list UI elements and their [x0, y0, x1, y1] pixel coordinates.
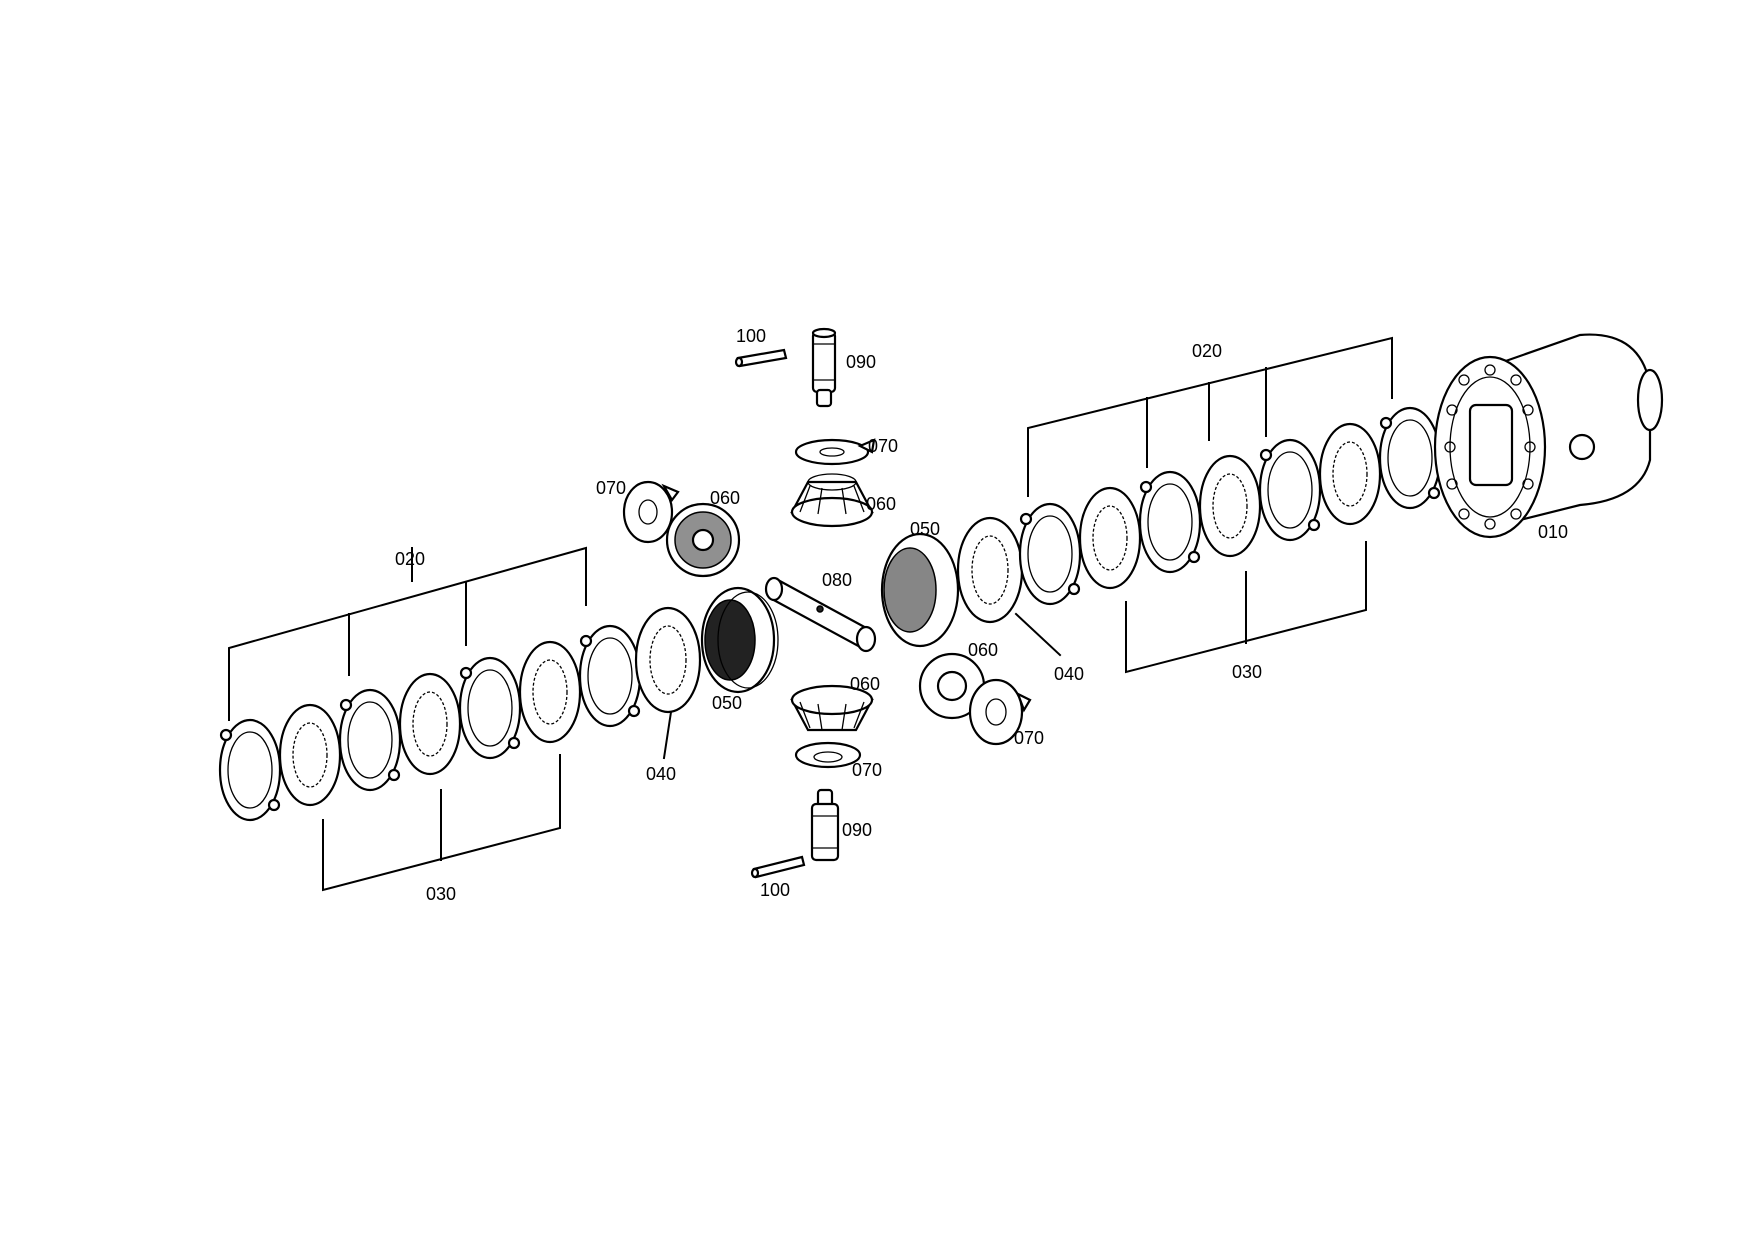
left-020-bracket: [228, 546, 587, 721]
right-020-bracket: [1027, 336, 1393, 497]
outer-plate: [458, 656, 522, 760]
label-070-left: 070: [596, 478, 626, 498]
label-010: 010: [1538, 522, 1568, 542]
pinion-bottom-right: [918, 652, 986, 720]
washer-bottom: [794, 741, 862, 769]
outer-plate: [1258, 438, 1322, 542]
label-050-right: 050: [910, 519, 940, 539]
differential-housing: [1433, 333, 1664, 539]
label-060-top-left: 060: [710, 488, 740, 508]
inner-plate: [1078, 486, 1142, 590]
outer-plate: [218, 718, 282, 822]
left-plate-stack: [218, 606, 702, 822]
left-side-gear: [700, 586, 779, 694]
label-060-bottom-right: 060: [968, 640, 998, 660]
washer-top: [794, 438, 876, 466]
label-030-right: 030: [1232, 662, 1262, 682]
pinion-top: [790, 473, 874, 528]
label-060-top: 060: [866, 494, 896, 514]
inner-plate: [518, 640, 582, 744]
outer-plate: [338, 688, 402, 792]
pin-bottom: [750, 855, 806, 879]
outer-plate: [1378, 406, 1442, 510]
right-side-gear: [880, 532, 960, 648]
washer-left: [622, 480, 680, 544]
label-100-top: 100: [736, 326, 766, 346]
label-050-left: 050: [712, 693, 742, 713]
label-020-right: 020: [1192, 341, 1222, 361]
bolt-bottom: [810, 788, 840, 862]
outer-plate: [1138, 470, 1202, 574]
inner-plate: [1318, 422, 1382, 526]
label-070-bottom: 070: [852, 760, 882, 780]
label-090-top: 090: [846, 352, 876, 372]
label-080: 080: [822, 570, 852, 590]
cross-shaft: [764, 576, 877, 653]
right-030-bracket: [1125, 541, 1367, 674]
label-030-left: 030: [426, 884, 456, 904]
pressure-ring: [956, 516, 1024, 624]
pinion-top-left: [665, 502, 741, 578]
bolt-top: [811, 327, 837, 408]
label-040-right: 040: [1054, 664, 1084, 684]
label-090-bottom: 090: [842, 820, 872, 840]
outer-plate: [578, 624, 642, 728]
left-040-leader: [662, 710, 673, 760]
pin-top: [734, 348, 788, 368]
label-040-left: 040: [646, 764, 676, 784]
label-100-bottom: 100: [760, 880, 790, 900]
label-070-right: 070: [1014, 728, 1044, 748]
left-030-bracket: [322, 754, 561, 892]
pressure-ring: [634, 606, 702, 714]
label-060-bottom: 060: [850, 674, 880, 694]
inner-plate: [398, 672, 462, 776]
outer-plate: [1018, 502, 1082, 606]
inner-plate: [278, 703, 342, 807]
pinion-bottom: [790, 684, 874, 732]
washer-right: [968, 678, 1032, 746]
right-plate-stack: [956, 406, 1442, 624]
right-040-leader: [1014, 612, 1062, 657]
label-020-left: 020: [395, 549, 425, 569]
label-070-top: 070: [868, 436, 898, 456]
inner-plate: [1198, 454, 1262, 558]
